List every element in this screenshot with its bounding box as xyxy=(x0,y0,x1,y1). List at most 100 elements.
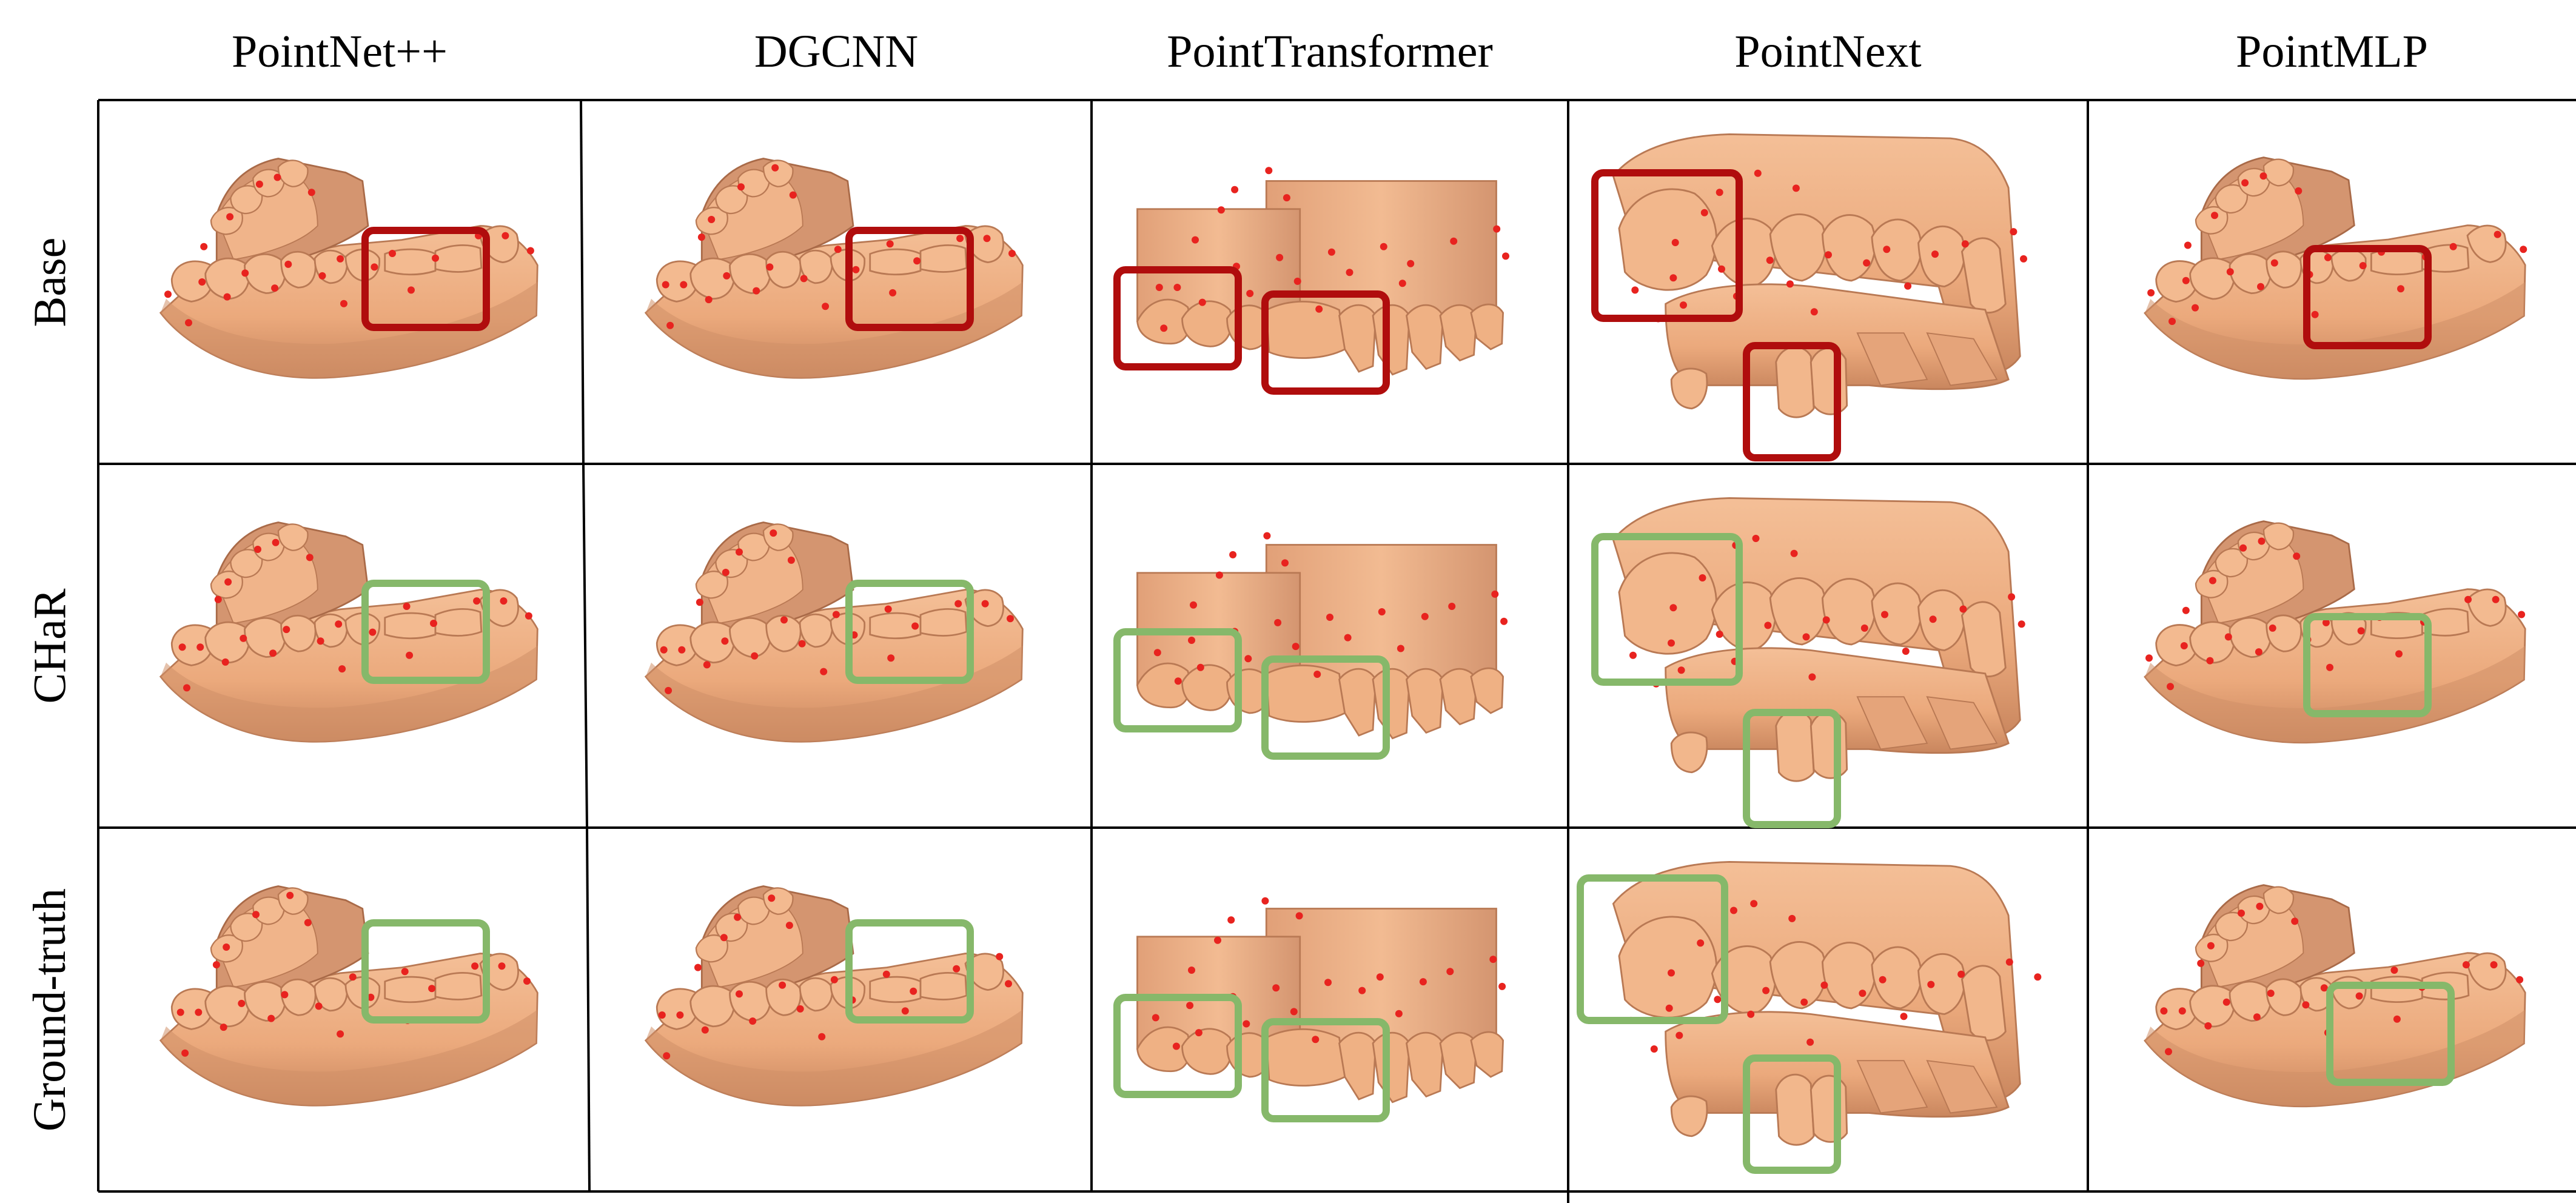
landmark-dot xyxy=(2258,537,2266,545)
error-box-base-pointtransformer-right xyxy=(1261,290,1390,395)
landmark-dot xyxy=(1153,649,1161,657)
landmark-dot xyxy=(2182,606,2190,614)
landmark-dot xyxy=(2291,917,2299,925)
landmark-dot xyxy=(1261,897,1269,905)
landmark-dot xyxy=(1008,250,1016,257)
landmark-dot xyxy=(2490,961,2498,969)
landmark-dot xyxy=(798,640,806,648)
landmark-dot xyxy=(1217,206,1225,214)
landmark-dot xyxy=(789,191,797,199)
landmark-dot xyxy=(1231,186,1239,193)
landmark-dot xyxy=(223,943,230,951)
jaw-render-char-pointnext xyxy=(1612,497,2021,782)
landmark-dot xyxy=(200,243,208,250)
landmark-dot xyxy=(428,985,436,993)
landmark-dot xyxy=(2034,973,2042,981)
landmark-dot xyxy=(1669,274,1677,282)
landmark-dot xyxy=(913,257,921,265)
landmark-dot xyxy=(736,990,743,998)
landmark-dot xyxy=(2520,246,2527,253)
landmark-dot xyxy=(2010,228,2018,236)
landmark-dot xyxy=(1315,305,1323,313)
landmark-dot xyxy=(2295,187,2303,195)
landmark-dot xyxy=(226,213,234,221)
landmark-dot xyxy=(956,235,964,243)
landmark-dot xyxy=(2259,172,2267,180)
correct-box-gt-pointmlp xyxy=(2326,982,2455,1086)
correct-box-gt-pointnext-top xyxy=(1577,874,1728,1024)
landmark-dot xyxy=(2160,1007,2168,1015)
landmark-dot xyxy=(676,1011,684,1019)
landmark-dot xyxy=(1860,624,1868,632)
landmark-dot xyxy=(660,646,668,654)
grid-lines xyxy=(97,99,2576,1203)
jaw-render-base-pointnet xyxy=(159,158,538,379)
landmark-dot xyxy=(2518,611,2526,618)
landmark-dot xyxy=(1668,969,1675,977)
correct-box-char-pointtransformer-left xyxy=(1113,628,1242,732)
landmark-dot xyxy=(1883,246,1891,253)
landmark-dot xyxy=(338,665,346,673)
landmark-dot xyxy=(408,286,415,294)
landmark-dot xyxy=(694,963,702,971)
landmark-dot xyxy=(1629,651,1637,659)
landmark-dot xyxy=(1395,1010,1403,1017)
landmark-dot xyxy=(1859,990,1867,997)
landmark-dot xyxy=(1716,189,1723,196)
landmark-dot xyxy=(787,556,795,564)
landmark-dot xyxy=(1881,611,1888,618)
landmark-dot xyxy=(753,287,760,295)
landmark-dot xyxy=(886,240,894,248)
landmark-dot xyxy=(2255,648,2262,656)
landmark-dot xyxy=(1265,167,1273,175)
landmark-dot xyxy=(240,634,247,642)
landmark-dot xyxy=(749,1017,757,1025)
landmark-dot xyxy=(1825,251,1832,259)
landmark-dot xyxy=(267,1014,275,1022)
landmark-dot xyxy=(1313,671,1321,678)
landmark-dot xyxy=(1174,677,1182,685)
landmark-dot xyxy=(663,1052,671,1060)
landmark-dot xyxy=(349,973,357,981)
landmark-dot xyxy=(2320,984,2328,992)
landmark-dot xyxy=(954,600,962,608)
landmark-dot xyxy=(1500,617,1508,625)
landmark-dot xyxy=(1902,648,1910,655)
landmark-dot xyxy=(1665,1004,1673,1012)
landmark-dot xyxy=(183,684,190,692)
landmark-dot xyxy=(2182,276,2190,284)
landmark-dot xyxy=(2270,259,2278,267)
landmark-dot xyxy=(734,913,742,921)
landmark-dot xyxy=(1283,194,1290,202)
landmark-dot xyxy=(2192,304,2199,312)
landmark-dot xyxy=(286,891,294,899)
landmark-dot xyxy=(2168,318,2176,325)
jaw-render-gt-pointnext xyxy=(1612,860,2021,1146)
landmark-dot xyxy=(1419,978,1427,986)
landmark-dot xyxy=(953,965,961,973)
jaw-render-base-dgcnn xyxy=(645,158,1024,379)
landmark-dot xyxy=(255,180,263,188)
landmark-dot xyxy=(796,1005,804,1013)
landmark-dot xyxy=(500,597,508,605)
landmark-dot xyxy=(241,269,249,277)
landmark-dot xyxy=(736,548,743,556)
landmark-dot xyxy=(723,272,731,280)
landmark-dot xyxy=(1324,979,1332,987)
landmark-dot xyxy=(800,275,808,283)
landmark-dot xyxy=(996,953,1004,960)
landmark-dot xyxy=(2393,1015,2401,1023)
landmark-dot xyxy=(1754,169,1762,177)
landmark-dot xyxy=(1214,936,1221,944)
landmark-dot xyxy=(1227,916,1235,924)
correct-box-gt-dgcnn xyxy=(845,919,974,1024)
landmark-dot xyxy=(1327,248,1335,256)
landmark-dot xyxy=(1802,633,1810,641)
landmark-dot xyxy=(2492,595,2500,603)
landmark-dot xyxy=(315,1002,323,1010)
jaw-render-char-dgcnn xyxy=(645,521,1024,743)
landmark-dot xyxy=(1766,256,1774,264)
landmark-dot xyxy=(1810,308,1818,316)
landmark-dot xyxy=(195,1008,203,1016)
landmark-dot xyxy=(1730,906,1737,914)
